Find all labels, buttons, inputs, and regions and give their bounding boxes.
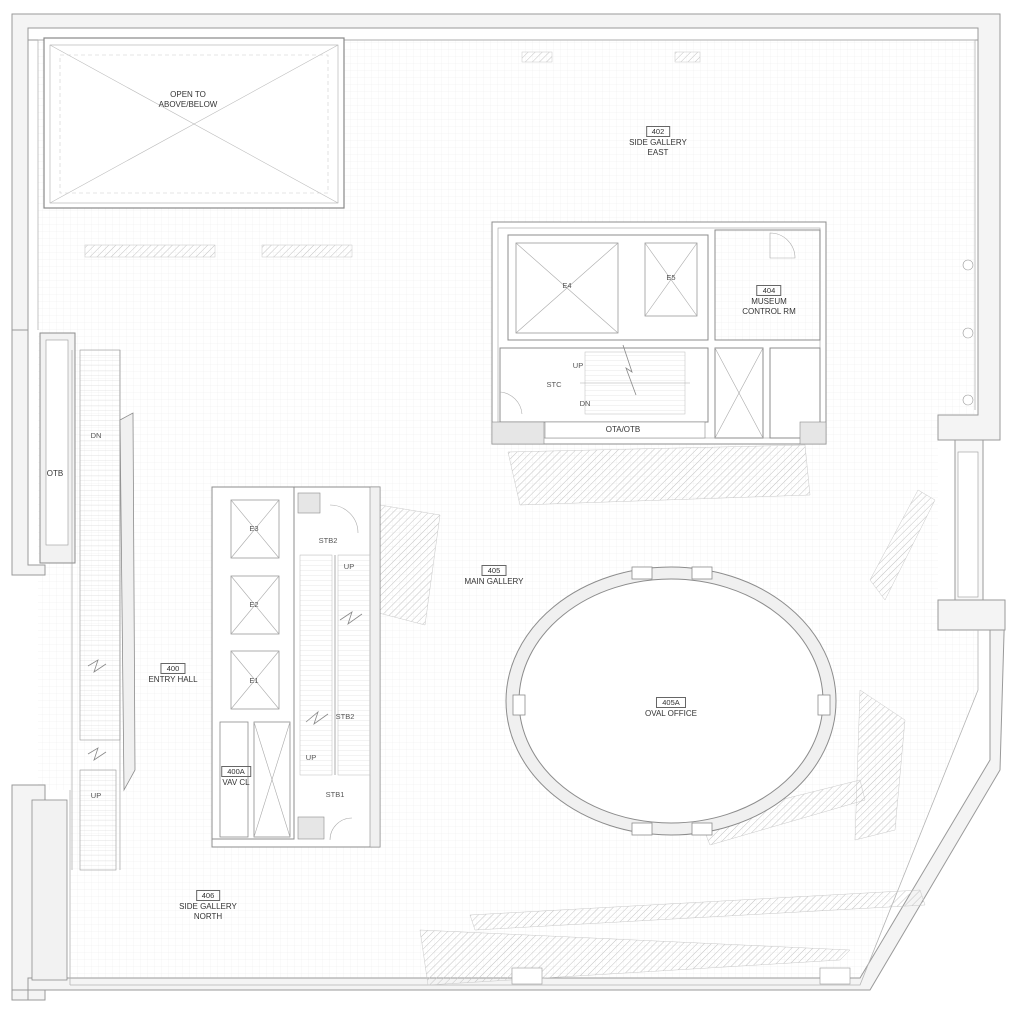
room-label-main-gallery: 405 MAIN GALLERY: [464, 565, 524, 587]
room-name-line2: EAST: [647, 148, 669, 157]
escalators-west: [31, 332, 136, 981]
room-name-line1: SIDE GALLERY: [179, 902, 237, 911]
oval-office-wall: [505, 566, 837, 836]
room-number-405: 405: [481, 565, 507, 576]
room-label-museum-control: 404 MUSEUM CONTROL RM: [742, 285, 796, 317]
room-name-line2: CONTROL RM: [742, 307, 796, 316]
stair-up-label: UP: [572, 361, 584, 370]
room-label-oval-office: 405A OVAL OFFICE: [645, 697, 697, 719]
room-label-entry-hall: 400 ENTRY HALL: [148, 663, 198, 685]
room-label-side-gallery-east: 402 SIDE GALLERY EAST: [629, 126, 687, 158]
stair-tag-stb1: STB1: [325, 790, 345, 799]
ota-otb-tag: OTA/OTB: [605, 425, 641, 434]
elevator-tag-e4: E4: [562, 281, 572, 290]
elevator-tag-e1: E1: [249, 676, 259, 685]
core-central: [211, 486, 381, 848]
room-name: OVAL OFFICE: [644, 709, 698, 718]
otb-tag: OTB: [46, 469, 64, 478]
elevator-tag-e3: E3: [249, 524, 259, 533]
room-name-line2: NORTH: [193, 912, 223, 921]
room-number-400a: 400A: [221, 766, 251, 777]
open-to-above-void: [43, 37, 345, 209]
room-number-405a: 405A: [656, 697, 686, 708]
open-to-above-line1: OPEN TO: [170, 90, 206, 99]
escalator-down-label: DN: [90, 431, 102, 440]
stair-up-label-stb2: UP: [343, 562, 355, 571]
room-name-line1: MUSEUM: [751, 297, 787, 306]
elevator-tag-e5: E5: [666, 273, 676, 282]
room-label-open-to-above: OPEN TO ABOVE/BELOW: [159, 90, 218, 110]
room-label-side-gallery-north: 406 SIDE GALLERY NORTH: [179, 890, 237, 922]
column-markers: [511, 259, 979, 985]
core-east: [491, 221, 827, 445]
inner-wall-lines: [37, 39, 979, 986]
elevator-tag-e2: E2: [249, 600, 259, 609]
room-name: ENTRY HALL: [148, 675, 198, 684]
room-name-line1: SIDE GALLERY: [629, 138, 687, 147]
room-number-402: 402: [645, 126, 671, 137]
escalator-up-label: UP: [90, 791, 102, 800]
stair-up-label-stb1: UP: [305, 753, 317, 762]
stair-tag-stc: STC: [546, 380, 562, 389]
room-name: MAIN GALLERY: [464, 577, 524, 586]
room-number-404: 404: [756, 285, 782, 296]
room-name: VAV CL: [222, 778, 250, 787]
room-number-400: 400: [160, 663, 186, 674]
stair-tag-stb2-mid: STB2: [335, 712, 355, 721]
open-to-above-line2: ABOVE/BELOW: [158, 100, 218, 109]
stair-tag-stb2-top: STB2: [318, 536, 338, 545]
room-label-vav-closet: 400A VAV CL: [221, 766, 251, 788]
room-number-406: 406: [195, 890, 221, 901]
stair-down-label: DN: [579, 399, 591, 408]
